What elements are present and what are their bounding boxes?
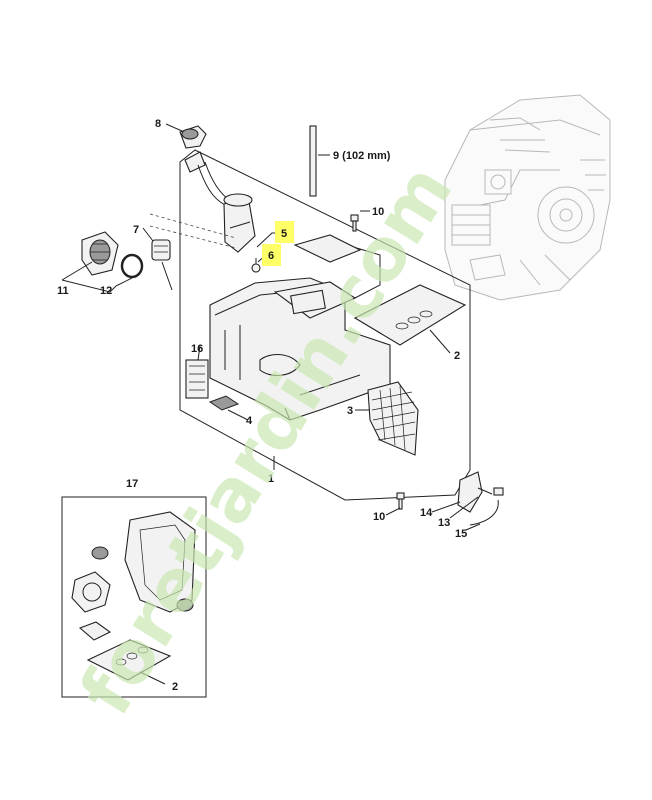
leader-lines: [61, 123, 481, 685]
callout-2-right: 2: [454, 350, 460, 362]
callout-17: 17: [126, 478, 138, 490]
pump-part-11: [81, 231, 119, 276]
callout-9: 9 (102 mm): [333, 150, 391, 162]
gasket-kit-frame-17: [61, 496, 207, 698]
callout-16: 16: [191, 343, 203, 355]
highlight-callout-6: [262, 244, 281, 266]
callout-10-top: 10: [372, 206, 384, 218]
gasket-part-2: [353, 284, 467, 346]
fitting-part-6: [251, 258, 261, 273]
spring-part-13: [477, 487, 493, 495]
screen-part-3: [367, 381, 419, 456]
callout-13: 13: [438, 517, 450, 529]
engine-background-illustration: [444, 94, 611, 301]
hose-part-5: [184, 151, 256, 253]
callout-11: 11: [57, 285, 69, 297]
callout-7: 7: [133, 224, 139, 236]
box-housing-part: [209, 234, 391, 421]
pad-part-4: [208, 395, 240, 411]
callout-labels: 8 9 (102 mm) 10 5 6 7 11 12 16 2 3 4 1 1…: [57, 118, 467, 693]
callout-1: 1: [268, 473, 274, 485]
callout-14: 14: [420, 507, 433, 519]
ring-part-12: [120, 253, 144, 279]
screw-part-10-bottom: [396, 492, 405, 510]
highlight-callout-5: [275, 221, 294, 243]
callout-3: 3: [347, 405, 353, 417]
callout-4: 4: [246, 415, 253, 427]
cap-part-8: [179, 125, 207, 149]
label-part-16: [185, 359, 209, 399]
callout-8: 8: [155, 118, 161, 130]
bracket-part-14: [457, 471, 483, 513]
rod-part-9: [309, 125, 317, 197]
screw-part-15: [469, 487, 504, 526]
callout-5: 5: [281, 228, 287, 240]
callout-6: 6: [268, 250, 274, 262]
callout-2-kit: 2: [172, 681, 178, 693]
callout-15: 15: [455, 528, 467, 540]
filter-part-7: [149, 213, 237, 291]
screw-part-10-top: [350, 214, 359, 232]
callout-12: 12: [100, 285, 112, 297]
callout-10-bottom: 10: [373, 511, 385, 523]
